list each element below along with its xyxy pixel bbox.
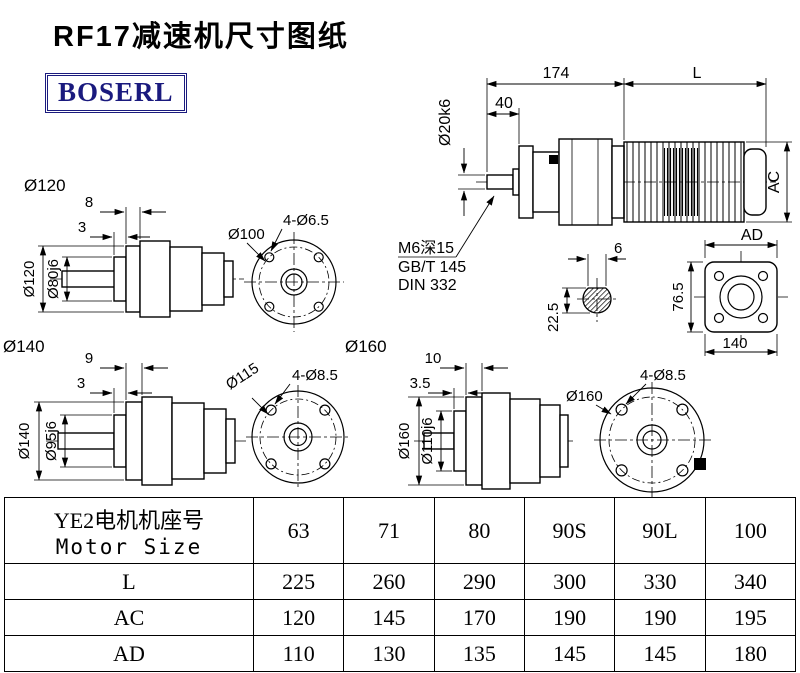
unit160-flange-view: 4-Ø8.5 Ø160 <box>566 367 714 497</box>
table-cell: 145 <box>614 635 706 672</box>
row-label-AC: AC <box>4 599 254 636</box>
dim-AC-label: AC <box>766 171 783 193</box>
motor-flange-view: AD 76.5 140 <box>670 227 788 356</box>
table-size-80: 80 <box>433 497 525 564</box>
dim-120-flange-od: Ø120 <box>21 261 38 298</box>
table-cell: 180 <box>704 635 797 672</box>
dim-174-label: 174 <box>543 65 570 82</box>
dim-140-flange-thickness: 9 <box>85 350 93 367</box>
gearbox-plug <box>549 155 558 164</box>
table-cell: 260 <box>343 563 435 600</box>
section-label-160: Ø160 <box>345 337 387 356</box>
table-cell: 145 <box>523 635 616 672</box>
table-row-L: L 225 260 290 300 330 340 <box>4 563 797 600</box>
table-cell: 330 <box>614 563 706 600</box>
dim-key-depth-label: 22.5 <box>545 303 562 332</box>
dim-140-spigot-dia: Ø95j6 <box>43 421 60 461</box>
table-cell: 170 <box>433 599 525 636</box>
dim-160-spigot-dia: Ø110j6 <box>419 417 436 464</box>
table-cell: 225 <box>252 563 345 600</box>
table-cell: 190 <box>614 599 706 636</box>
section-label-120: Ø120 <box>24 176 66 195</box>
dim-160-flange-od: Ø160 <box>396 423 413 460</box>
unit140-side-view: 9 3 Ø140 Ø95j6 <box>16 350 246 486</box>
dim-120-holes: 4-Ø6.5 <box>283 212 329 229</box>
table-cell: 190 <box>523 599 616 636</box>
dim-140-holes: 4-Ø8.5 <box>292 367 338 384</box>
dim-140-flange-od: Ø140 <box>16 423 33 460</box>
table-cell: 135 <box>433 635 525 672</box>
table-cell: 300 <box>523 563 616 600</box>
dim-120-spigot-depth: 3 <box>78 219 86 236</box>
row-label-L: L <box>4 563 254 600</box>
unit120-flange-view: 4-Ø6.5 Ø100 <box>228 212 344 332</box>
dim-160-front-dia: Ø160 <box>566 388 603 405</box>
table-header-cn: YE2电机机座号 <box>53 507 205 533</box>
dim-160-holes: 4-Ø8.5 <box>640 367 686 384</box>
dim-140-front-dia: Ø115 <box>223 360 262 394</box>
table-cell: 195 <box>704 599 797 636</box>
table-size-90L: 90L <box>614 497 706 564</box>
main-assembly-drawing: 174 L 40 Ø20k6 AC M6深15 GB/T 145 DIN 332 <box>398 65 792 294</box>
table-cell: 145 <box>343 599 435 636</box>
dim-40-label: 40 <box>495 95 513 112</box>
motor-core <box>664 148 700 216</box>
row-label-AD: AD <box>4 635 254 672</box>
table-size-63: 63 <box>252 497 345 564</box>
table-cell: 120 <box>252 599 345 636</box>
table-cell: 130 <box>343 635 435 672</box>
page-title: RF17减速机尺寸图纸 <box>53 21 349 53</box>
dim-shaft-dia-label: Ø20k6 <box>437 99 454 146</box>
table-header-cell: YE2电机机座号 Motor Size <box>4 497 254 564</box>
dim-140-spigot-depth: 3 <box>77 375 85 392</box>
table-size-100: 100 <box>704 497 797 564</box>
table-header-en: Motor Size <box>55 534 203 559</box>
flange-clamp <box>694 458 706 470</box>
table-row-AC: AC 120 145 170 190 190 195 <box>4 599 797 636</box>
dim-120-front-dia: Ø100 <box>228 226 265 243</box>
table-size-90S: 90S <box>523 497 616 564</box>
note-thread: M6深15 <box>398 239 454 257</box>
dim-L-label: L <box>693 65 702 82</box>
dim-160-flange-thickness: 10 <box>425 350 442 367</box>
table-header-row: YE2电机机座号 Motor Size 63 71 80 90S 90L 100 <box>4 497 797 564</box>
dim-flange-height-label: 76.5 <box>670 282 687 311</box>
unit140-flange-view: 4-Ø8.5 Ø115 <box>223 360 350 489</box>
table-cell: 340 <box>704 563 797 600</box>
dim-120-flange-thickness: 8 <box>85 194 93 211</box>
unit120-side-view: 8 3 Ø120 Ø80j6 <box>21 194 244 318</box>
table-cell: 110 <box>252 635 345 672</box>
section-label-140: Ø140 <box>3 337 45 356</box>
note-din-standard: DIN 332 <box>398 277 457 294</box>
table-row-AD: AD 110 130 135 145 145 180 <box>4 635 797 672</box>
motor-size-table: YE2电机机座号 Motor Size 63 71 80 90S 90L 100… <box>4 497 797 672</box>
shaft-key-section-view: 6 22.5 <box>545 240 626 332</box>
dim-key-width-label: 6 <box>614 240 622 257</box>
dim-120-spigot-dia: Ø80j6 <box>45 259 62 299</box>
dim-flange-width-label: 140 <box>722 335 747 352</box>
technical-drawing: 174 L 40 Ø20k6 AC M6深15 GB/T 145 DIN 332… <box>16 65 792 497</box>
note-gb-standard: GB/T 145 <box>398 259 466 276</box>
dim-AD-label: AD <box>741 227 763 244</box>
unit160-side-view: 10 3.5 Ø160 Ø110j6 <box>396 350 575 490</box>
dim-160-spigot-depth: 3.5 <box>410 375 431 392</box>
table-cell: 290 <box>433 563 525 600</box>
table-size-71: 71 <box>343 497 435 564</box>
boserl-logo: BOSERL <box>45 73 187 113</box>
